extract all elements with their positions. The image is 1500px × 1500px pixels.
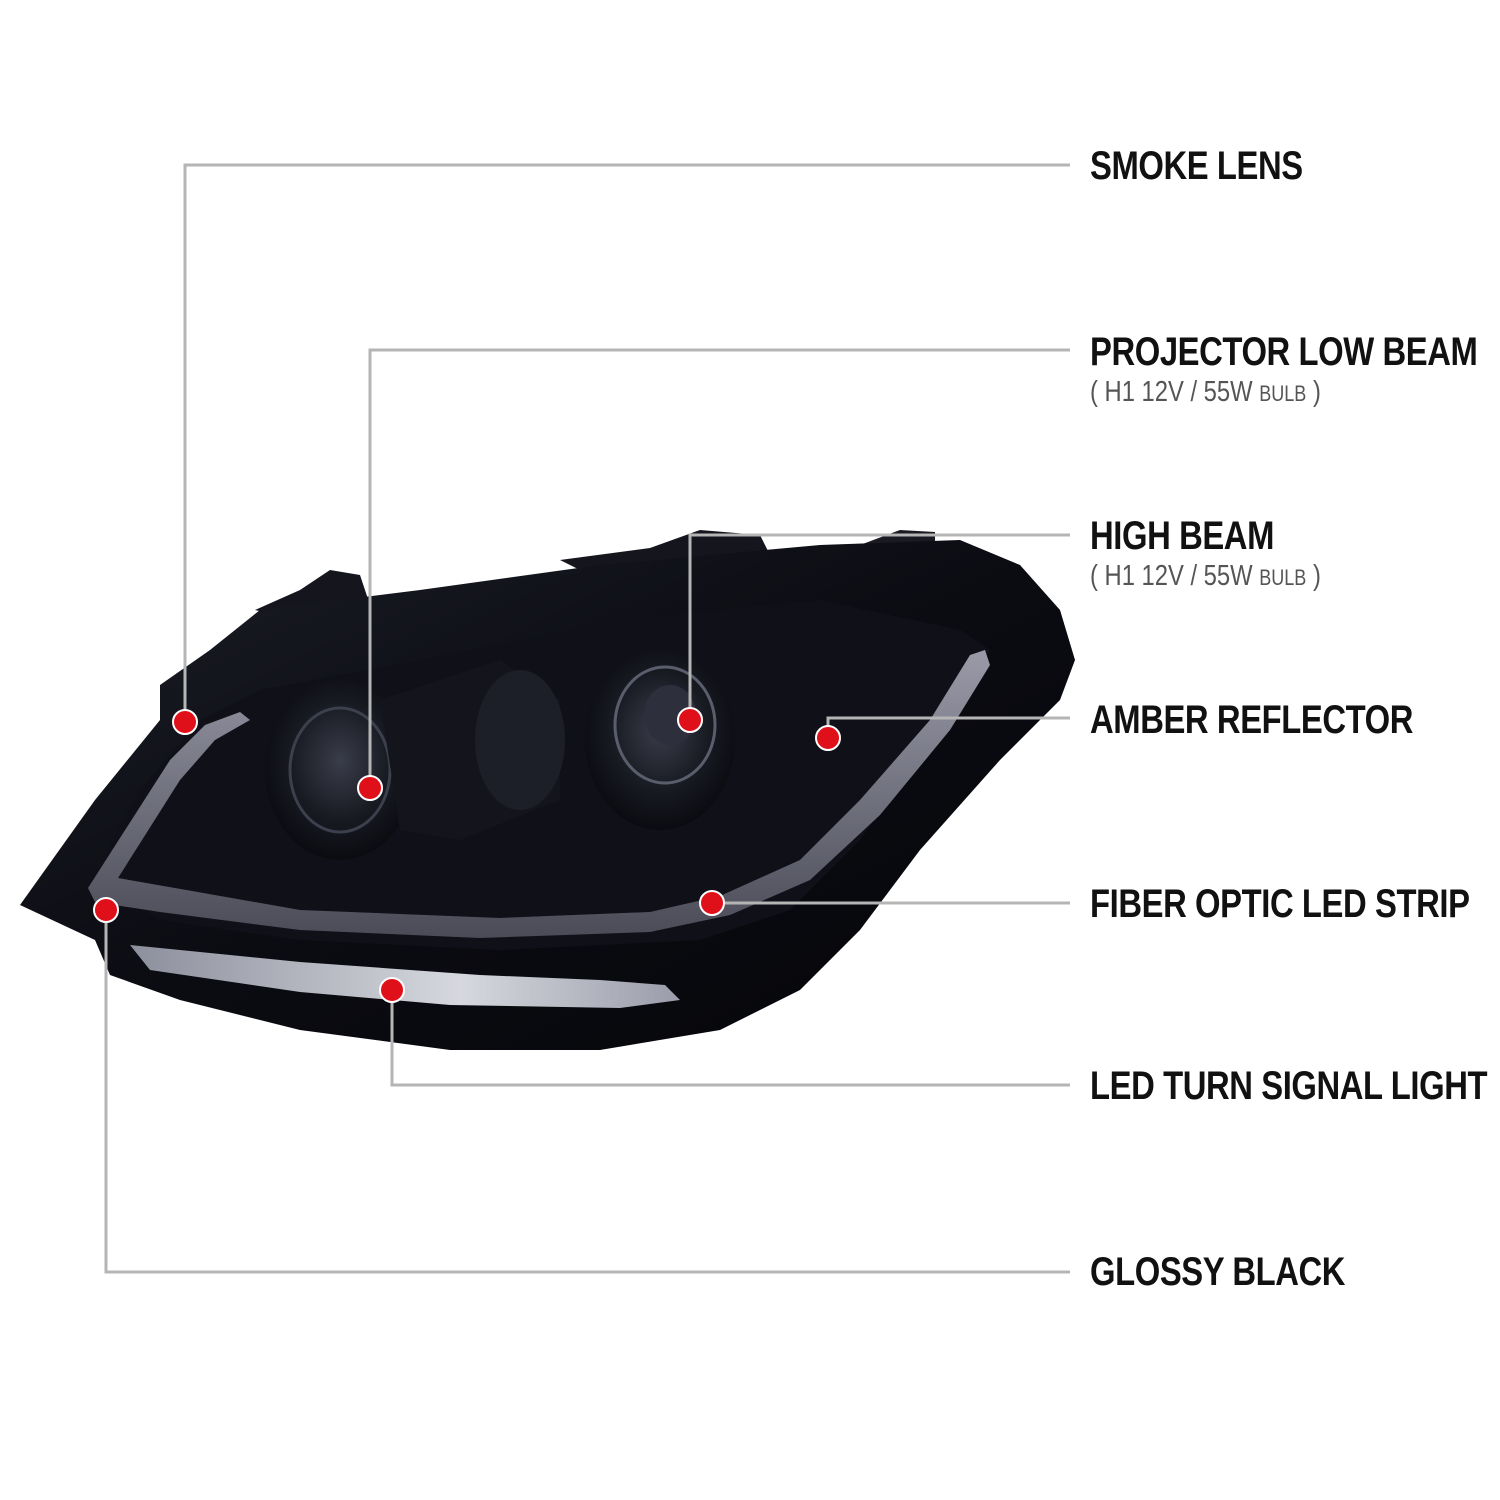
label-projector-low-beam-text: PROJECTOR LOW BEAM	[1090, 330, 1478, 374]
leader-high-beam	[688, 533, 1070, 720]
marker-glossy-black	[93, 897, 119, 923]
label-smoke-lens-text: SMOKE LENS	[1090, 144, 1303, 188]
label-led-turn-signal-light-text: LED TURN SIGNAL LIGHT	[1090, 1064, 1488, 1108]
turn-signal-strip	[130, 945, 680, 1008]
label-glossy-black-text: GLOSSY BLACK	[1090, 1250, 1346, 1294]
label-amber-reflector-text: AMBER REFLECTOR	[1090, 698, 1414, 742]
marker-projector-low-beam	[357, 775, 383, 801]
marker-led-turn-signal	[379, 977, 405, 1003]
label-high-beam: HIGH BEAM ( H1 12V / 55W BULB )	[1090, 514, 1372, 594]
fiber-optic-strip	[88, 650, 990, 938]
label-high-beam-text: HIGH BEAM	[1090, 514, 1275, 558]
label-fiber-optic-led-strip: FIBER OPTIC LED STRIP	[1090, 882, 1500, 926]
marker-high-beam	[677, 707, 703, 733]
leader-led-turn-signal	[390, 990, 1070, 1087]
label-fiber-optic-led-strip-text: FIBER OPTIC LED STRIP	[1090, 882, 1470, 926]
label-led-turn-signal-light: LED TURN SIGNAL LIGHT	[1090, 1064, 1500, 1108]
projector-low-beam-unit	[265, 660, 565, 860]
label-projector-low-beam: PROJECTOR LOW BEAM ( H1 12V / 55W BULB )	[1090, 330, 1500, 410]
marker-smoke-lens	[172, 709, 198, 735]
marker-fiber-optic-strip	[699, 890, 725, 916]
label-projector-low-beam-spec: ( H1 12V / 55W BULB )	[1090, 376, 1321, 408]
label-high-beam-spec: ( H1 12V / 55W BULB )	[1090, 560, 1321, 592]
leader-smoke-lens	[183, 163, 1070, 722]
label-glossy-black: GLOSSY BLACK	[1090, 1250, 1401, 1294]
label-smoke-lens: SMOKE LENS	[1090, 144, 1349, 188]
leader-projector-low-beam	[368, 348, 1070, 788]
leader-glossy-black	[104, 910, 1070, 1274]
label-amber-reflector: AMBER REFLECTOR	[1090, 698, 1484, 742]
marker-dots	[93, 707, 841, 1003]
marker-amber-reflector	[815, 725, 841, 751]
high-beam-unit	[585, 650, 735, 830]
leader-lines	[104, 163, 1070, 1274]
